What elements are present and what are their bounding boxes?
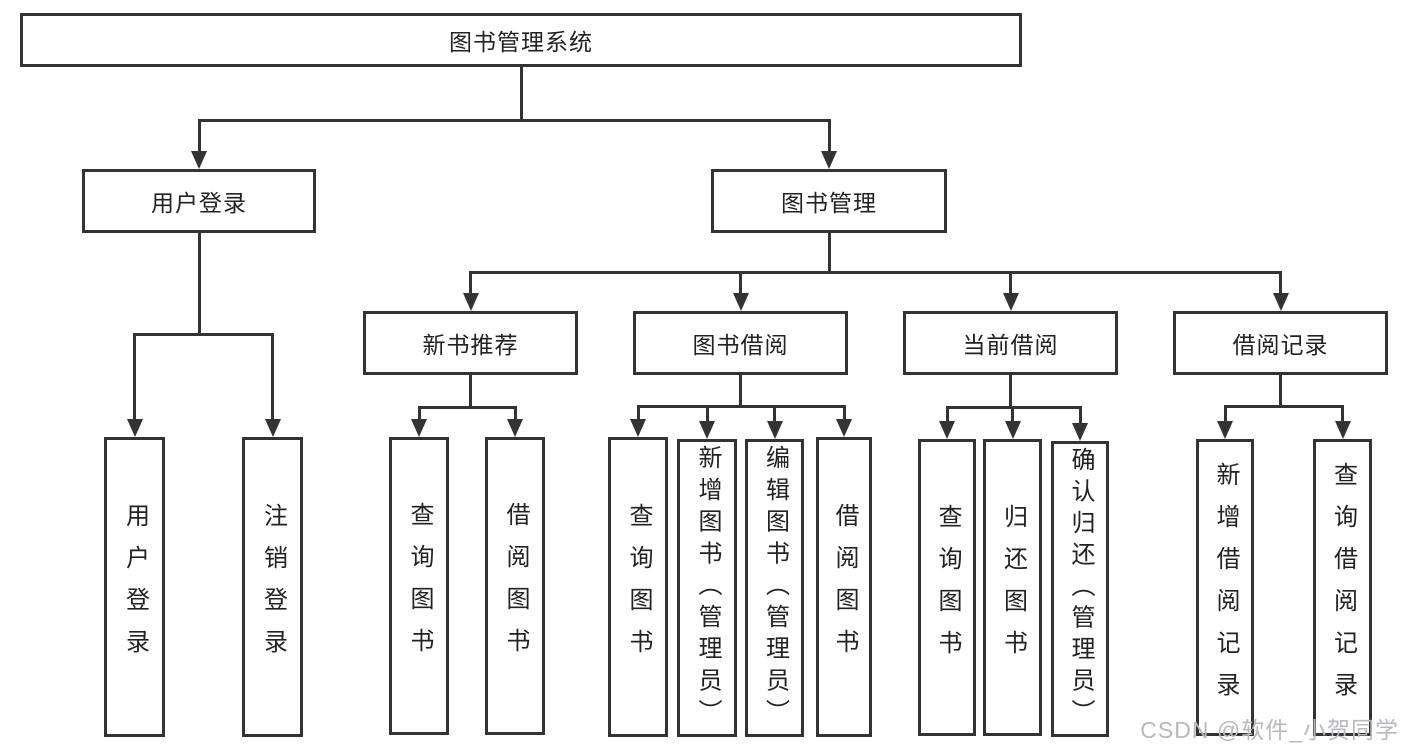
node-label-book-mgmt: 图书管理 (781, 190, 877, 216)
node-bb-query: 查询图书 (608, 437, 668, 737)
node-cb-confirm: 确认归还（管理员） (1051, 441, 1109, 737)
node-leaf-logout: 注销登录 (242, 437, 303, 737)
connector-line (842, 406, 846, 419)
connector-line (271, 334, 274, 419)
connector-line (197, 118, 831, 122)
arrow-down-icon (191, 151, 207, 169)
arrow-down-icon (1217, 421, 1233, 439)
node-label-book-borrow: 图书借阅 (692, 332, 789, 358)
arrow-down-icon (1004, 421, 1021, 439)
node-br-add: 新增借阅记录 (1196, 439, 1254, 736)
connector-line (1078, 407, 1082, 423)
connector-line (513, 407, 517, 419)
connector-line (773, 406, 776, 421)
arrow-down-icon (507, 419, 523, 437)
node-label-nb-query: 查询图书 (406, 502, 433, 670)
node-label-bb-borrow: 借阅图书 (831, 503, 858, 671)
node-label-cb-return: 归还图书 (999, 503, 1027, 672)
arrow-down-icon (836, 419, 852, 437)
node-label-bb-query: 查询图书 (625, 503, 652, 671)
node-label-bb-edit: 编辑图书（管理员） (761, 445, 789, 731)
arrow-down-icon (126, 419, 143, 437)
node-cb-query: 查询图书 (918, 439, 976, 736)
connector-line (636, 406, 640, 419)
arrow-down-icon (1272, 293, 1289, 311)
arrow-down-icon (939, 421, 955, 439)
node-label-root: 图书管理系统 (449, 29, 593, 55)
node-bb-borrow: 借阅图书 (816, 437, 872, 737)
connector-line (1341, 406, 1344, 421)
node-label-cb-confirm: 确认归还（管理员） (1067, 447, 1094, 731)
node-label-new-book: 新书推荐 (422, 332, 519, 358)
connector-line (1223, 406, 1227, 421)
node-label-user-login: 用户登录 (151, 190, 247, 216)
connector-line (1223, 404, 1344, 408)
arrow-down-icon (462, 293, 479, 311)
connector-line (197, 233, 201, 334)
node-label-br-query: 查询借阅记录 (1329, 461, 1357, 714)
csdn-watermark: CSDN @软件_小贺同学 (1140, 717, 1399, 743)
arrow-down-icon (630, 419, 646, 437)
connector-line (827, 120, 831, 151)
connector-line (417, 407, 421, 419)
node-leaf-login: 用户登录 (104, 437, 165, 737)
connector-line (1011, 407, 1014, 421)
arrow-down-icon (264, 419, 281, 437)
arrow-down-icon (1002, 293, 1019, 311)
node-book-borrow: 图书借阅 (633, 311, 848, 375)
node-bb-add: 新增图书（管理员） (677, 439, 737, 737)
node-user-login: 用户登录 (82, 169, 316, 233)
node-label-borrow-record: 借阅记录 (1232, 332, 1329, 358)
node-new-book: 新书推荐 (363, 311, 578, 375)
connector-line (827, 233, 831, 272)
connector-line (197, 120, 201, 151)
connector-line (739, 375, 742, 406)
node-bb-edit: 编辑图书（管理员） (745, 439, 804, 737)
node-nb-borrow: 借阅图书 (485, 437, 545, 735)
node-br-query: 查询借阅记录 (1313, 439, 1372, 736)
node-cb-return: 归还图书 (983, 439, 1042, 736)
connector-line (1279, 375, 1282, 406)
arrow-down-icon (1072, 423, 1088, 441)
node-label-leaf-logout: 注销登录 (259, 503, 287, 671)
connector-line (1009, 272, 1012, 293)
connector-line (133, 334, 136, 419)
arrow-down-icon (1334, 421, 1351, 439)
node-label-bb-add: 新增图书（管理员） (694, 445, 721, 731)
connector-line (1279, 272, 1282, 293)
node-nb-query: 查询图书 (389, 437, 449, 735)
connector-line (133, 332, 274, 336)
arrow-down-icon (766, 421, 783, 439)
arrow-down-icon (821, 151, 837, 169)
connector-line (469, 272, 472, 293)
connector-line (636, 404, 846, 408)
node-label-cb-query: 查询图书 (934, 503, 961, 672)
connector-line (417, 405, 517, 409)
connector-line (945, 407, 949, 421)
arrow-down-icon (732, 293, 749, 311)
connector-line (469, 270, 1282, 274)
node-label-nb-borrow: 借阅图书 (502, 502, 529, 670)
node-borrow-record: 借阅记录 (1173, 311, 1388, 375)
arrow-down-icon (411, 419, 427, 437)
arrow-down-icon (699, 421, 715, 439)
connector-line (469, 375, 472, 407)
connector-line (519, 67, 523, 120)
node-label-br-add: 新增借阅记录 (1212, 461, 1239, 714)
node-label-current-borrow: 当前借阅 (962, 332, 1059, 358)
connector-line (739, 272, 742, 293)
connector-line (705, 406, 709, 421)
node-book-mgmt: 图书管理 (711, 169, 947, 233)
connector-line (1009, 375, 1012, 407)
node-root: 图书管理系统 (20, 13, 1022, 67)
node-current-borrow: 当前借阅 (903, 311, 1118, 375)
node-label-leaf-login: 用户登录 (121, 503, 149, 671)
